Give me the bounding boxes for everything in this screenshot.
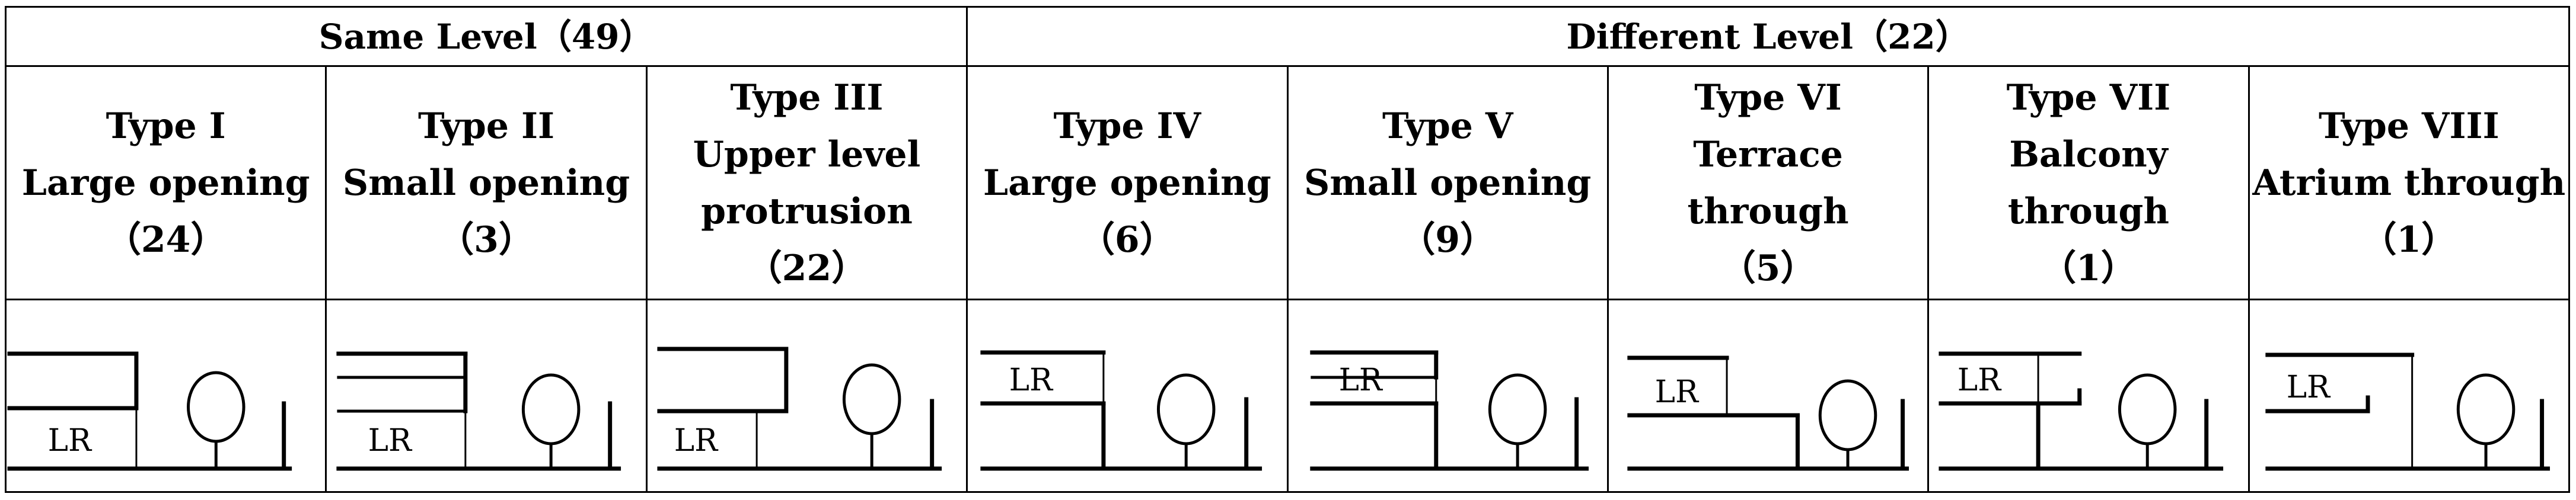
type-count: （1） [2041, 247, 2137, 289]
living-room-label: LR [368, 423, 413, 459]
type-classification-table: Same Level（49） Different Level（22） Type … [4, 5, 2571, 493]
protruding-upper-wall [657, 347, 789, 414]
type-count: （5） [1720, 247, 1816, 289]
section-diagram-type-8: LR [2265, 352, 2550, 471]
section-diagram-type-1: LR [7, 351, 292, 471]
tree-icon [2456, 373, 2515, 445]
type-name: Type VII [2006, 76, 2171, 118]
type-cell-3: Type III Upper level protrusion （22） [645, 65, 968, 301]
type-count: （24） [105, 219, 227, 261]
section-diagram-type-5: LR [1309, 350, 1589, 471]
section-diagram-type-6: LR [1627, 355, 1909, 471]
type-label-row: Type I Large opening （24） Type II Small … [4, 65, 2571, 301]
diagram-cell-3: LR [645, 299, 968, 493]
tree-icon [1157, 373, 1216, 445]
living-room-label: LR [2286, 370, 2330, 405]
type-name: Type IV [1053, 105, 1201, 147]
diagram-cell-7: LR [1927, 299, 2250, 493]
type-description: Large opening [21, 162, 310, 204]
group-same-level: Same Level（49） [4, 5, 968, 68]
type-cell-5: Type V Small opening （9） [1286, 65, 1609, 301]
diagram-cell-8: LR [2247, 299, 2571, 493]
type-name: Type VI [1694, 76, 1842, 118]
living-room-label: LR [1009, 363, 1054, 398]
type-description: protrusion [701, 190, 913, 232]
section-diagram-type-2: LR [336, 351, 621, 471]
type-description: Small opening [342, 162, 630, 204]
type-cell-8: Type VIII Atrium through （1） [2247, 65, 2571, 301]
type-cell-4: Type IV Large opening （6） [966, 65, 1289, 301]
diagram-cell-4: LR [966, 299, 1289, 493]
group-different-level: Different Level（22） [966, 5, 2570, 68]
type-count: （6） [1079, 219, 1175, 261]
section-diagram-type-3: LR [657, 347, 942, 471]
upper-wall [7, 351, 139, 411]
tree-icon [1818, 379, 1877, 451]
living-room-label: LR [674, 423, 719, 459]
type-description: Large opening [983, 162, 1271, 204]
type-cell-7: Type VII Balcony through （1） [1927, 65, 2250, 301]
type-cell-1: Type I Large opening （24） [4, 65, 327, 301]
tree-icon [2118, 373, 2177, 445]
group-header-row: Same Level（49） Different Level（22） [4, 5, 2570, 68]
tree-icon [522, 373, 581, 445]
type-description: Upper level [693, 133, 921, 175]
tree-icon [1488, 373, 1547, 445]
type-cell-2: Type II Small opening （3） [325, 65, 648, 301]
type-count: （1） [2361, 219, 2457, 261]
tree-icon [187, 371, 246, 443]
type-cell-6: Type VI Terrace through （5） [1606, 65, 1930, 301]
living-room-label: LR [1957, 363, 2002, 398]
diagram-cell-2: LR [325, 299, 648, 493]
type-description: Balcony through [2007, 133, 2170, 232]
type-name: Type I [106, 105, 226, 147]
living-room-label: LR [1654, 374, 1699, 410]
type-name: Type II [418, 105, 555, 147]
type-count: （22） [746, 247, 868, 289]
section-diagram-type-7: LR [1939, 351, 2224, 471]
tree-icon [842, 363, 901, 435]
type-name: Type III [730, 76, 884, 118]
type-count: （3） [438, 219, 534, 261]
diagram-cell-1: LR [4, 299, 327, 493]
diagram-cell-6: LR [1606, 299, 1930, 493]
section-diagram-type-4: LR [980, 350, 1263, 471]
type-description: Small opening [1304, 162, 1592, 204]
type-name: Type V [1382, 105, 1513, 147]
section-diagram-row: LR LR [4, 299, 2571, 493]
type-count: （9） [1399, 219, 1496, 261]
living-room-label: LR [1338, 363, 1383, 398]
living-room-label: LR [48, 423, 93, 459]
type-name: Type VIII [2318, 105, 2500, 147]
diagram-cell-5: LR [1286, 299, 1609, 493]
type-description: Terrace through [1687, 133, 1849, 232]
type-description: Atrium through [2252, 162, 2566, 204]
